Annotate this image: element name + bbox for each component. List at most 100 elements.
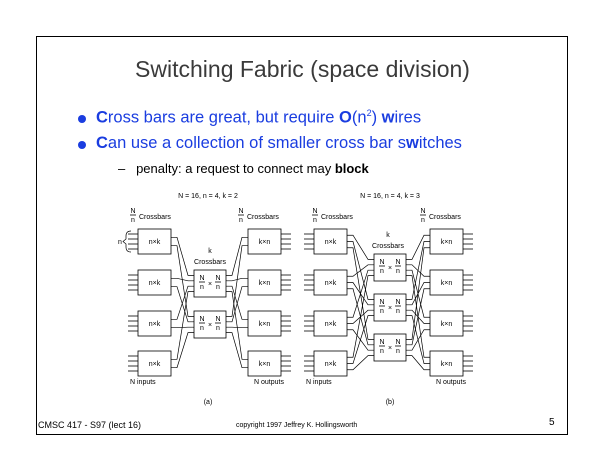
outputs-label: N outputs bbox=[436, 379, 466, 386]
interconnect-wire bbox=[347, 315, 374, 364]
middle-crossbar-box bbox=[193, 269, 227, 298]
right-crossbars-label: Crossbars bbox=[247, 214, 279, 221]
middle-box-fraction-right-numerator: N bbox=[215, 316, 220, 323]
n-brace-label: n bbox=[118, 239, 122, 246]
middle-box-times: × bbox=[388, 345, 392, 352]
right-crossbars-fraction-denominator: n bbox=[421, 217, 425, 224]
sub-bullet-text: penalty: a request to connect may bbox=[136, 161, 335, 176]
middle-box-times: × bbox=[208, 322, 212, 329]
right-crossbars-fraction-denominator: n bbox=[239, 217, 243, 224]
output-crossbar-label: k×n bbox=[259, 239, 271, 246]
middle-crossbar-box bbox=[373, 253, 407, 282]
slide-frame bbox=[36, 36, 568, 435]
interconnect-wire bbox=[406, 269, 430, 318]
middle-box-fraction-left-denominator: n bbox=[200, 284, 204, 291]
middle-box-fraction-right-denominator: n bbox=[396, 308, 400, 315]
interconnect-wire bbox=[226, 291, 248, 360]
input-crossbar-box bbox=[313, 228, 348, 255]
bullet-text: an use a collection of smaller cross bar… bbox=[107, 134, 406, 152]
input-crossbar-label: n×k bbox=[149, 361, 161, 368]
middle-box-fraction-right-denominator: n bbox=[396, 348, 400, 355]
input-crossbar-box bbox=[137, 350, 172, 377]
output-crossbar-box bbox=[247, 310, 282, 337]
sub-caption: (b) bbox=[386, 399, 395, 406]
sub-bullet-dash: – bbox=[118, 161, 126, 176]
output-crossbar-box bbox=[247, 228, 282, 255]
output-crossbar-box bbox=[429, 269, 464, 296]
middle-box-fraction-right-denominator: n bbox=[216, 325, 220, 332]
interconnect-wire bbox=[171, 245, 194, 317]
output-crossbar-label: k×n bbox=[441, 361, 453, 368]
bullet-bold: O bbox=[339, 108, 352, 127]
interconnect-wire bbox=[406, 275, 430, 358]
middle-box-fraction-left-numerator: N bbox=[379, 339, 384, 346]
inputs-label: N inputs bbox=[130, 379, 156, 386]
input-crossbar-label: n×k bbox=[149, 321, 161, 328]
n-brace-icon bbox=[122, 230, 132, 253]
input-crossbar-label: n×k bbox=[149, 280, 161, 287]
middle-box-fraction-left-numerator: N bbox=[379, 299, 384, 306]
sub-bullet-bold: block bbox=[334, 161, 369, 176]
interconnect-wire bbox=[347, 264, 374, 277]
interconnect-wire bbox=[171, 236, 194, 276]
bullet-sup: 2 bbox=[366, 108, 372, 118]
middle-box-fraction-right-numerator: N bbox=[395, 299, 400, 306]
interconnect-wire bbox=[406, 355, 430, 371]
output-crossbar-box bbox=[247, 350, 282, 377]
bullet-lead: C bbox=[96, 134, 108, 152]
right-crossbars-fraction-numerator: N bbox=[238, 208, 243, 215]
middle-box-fraction-left-numerator: N bbox=[199, 316, 204, 323]
middle-crossbar-box bbox=[373, 293, 407, 322]
input-crossbar-label: n×k bbox=[325, 239, 337, 246]
middle-box-fraction-right-numerator: N bbox=[395, 259, 400, 266]
interconnect-wire bbox=[347, 355, 374, 371]
left-crossbars-fraction-numerator: N bbox=[130, 208, 135, 215]
outputs-label: N outputs bbox=[254, 379, 284, 386]
slide-title: Switching Fabric (space division) bbox=[135, 56, 470, 82]
sub-bullet: – penalty: a request to connect may bloc… bbox=[118, 161, 369, 176]
output-crossbar-box bbox=[247, 269, 282, 296]
left-crossbars-fraction-numerator: N bbox=[312, 208, 317, 215]
middle-box-fraction-left-numerator: N bbox=[379, 259, 384, 266]
bullet-text: itches bbox=[418, 134, 462, 152]
middle-box-fraction-left-denominator: n bbox=[380, 268, 384, 275]
diagram-caption: N = 16, n = 4, k = 2 bbox=[178, 193, 238, 200]
footer-copyright: copyright 1997 Jeffrey K. Hollingsworth bbox=[236, 422, 358, 429]
interconnect-wire bbox=[171, 277, 194, 282]
middle-k-label: k bbox=[386, 232, 390, 239]
output-crossbar-label: k×n bbox=[259, 361, 271, 368]
middle-box-fraction-right-numerator: N bbox=[215, 275, 220, 282]
middle-box-times: × bbox=[388, 265, 392, 272]
left-crossbars-label: Crossbars bbox=[321, 214, 353, 221]
interconnect-wire bbox=[347, 269, 374, 318]
interconnect-wire bbox=[226, 277, 248, 282]
middle-box-fraction-right-denominator: n bbox=[216, 284, 220, 291]
middle-box-fraction-right-denominator: n bbox=[396, 268, 400, 275]
input-crossbar-box bbox=[137, 269, 172, 296]
interconnect-wire bbox=[406, 315, 430, 364]
output-crossbar-label: k×n bbox=[441, 321, 453, 328]
diagram-caption: N = 16, n = 4, k = 3 bbox=[360, 193, 420, 200]
middle-crossbars-label: Crossbars bbox=[194, 259, 226, 266]
output-crossbar-box bbox=[429, 350, 464, 377]
interconnect-wire bbox=[406, 264, 430, 277]
middle-box-times: × bbox=[388, 305, 392, 312]
left-crossbars-label: Crossbars bbox=[139, 214, 171, 221]
right-crossbars-fraction-numerator: N bbox=[420, 208, 425, 215]
input-crossbar-label: n×k bbox=[325, 361, 337, 368]
left-crossbars-fraction-denominator: n bbox=[131, 217, 135, 224]
output-crossbar-label: k×n bbox=[441, 280, 453, 287]
bullet-text: ires bbox=[394, 108, 422, 127]
bullet-1: Cross bars are great, but require O(n2) … bbox=[96, 108, 421, 128]
middle-box-fraction-left-denominator: n bbox=[380, 308, 384, 315]
middle-k-label: k bbox=[208, 248, 212, 255]
middle-box-fraction-right-numerator: N bbox=[395, 339, 400, 346]
input-crossbar-box bbox=[137, 310, 172, 337]
output-crossbar-label: k×n bbox=[259, 280, 271, 287]
bullet-bold: w bbox=[405, 134, 419, 152]
output-crossbar-label: k×n bbox=[259, 321, 271, 328]
interconnect-wire bbox=[171, 286, 194, 323]
input-crossbar-label: n×k bbox=[149, 239, 161, 246]
